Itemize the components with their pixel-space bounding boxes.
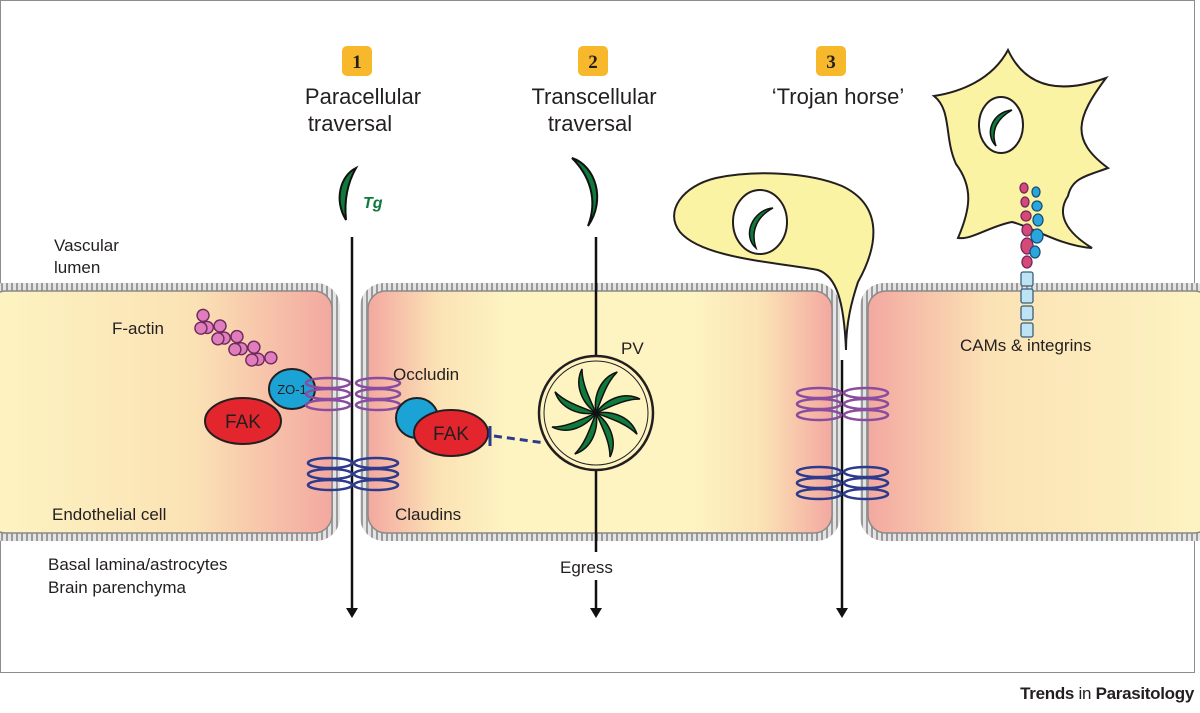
tg-parasite-transcellular-icon <box>571 157 599 227</box>
fak-middle <box>413 409 489 457</box>
vacuole-in-leukocyte <box>732 189 788 255</box>
endothelial-cell-right <box>860 283 1200 541</box>
fak-middle-label: FAK <box>433 424 469 445</box>
claudin-junction-1 <box>306 456 400 492</box>
route-1: 1 Paracellular traversal <box>305 46 421 136</box>
parasitophorous-vacuole <box>537 354 655 472</box>
blue-integrin <box>1029 186 1044 259</box>
route-2-title-line1: Transcellular <box>531 84 656 109</box>
tachyzoite-in-pv <box>594 371 618 416</box>
fak-inhibition-line <box>488 426 546 446</box>
fak-left-label: FAK <box>225 412 261 433</box>
route-1-path: Tg <box>338 165 383 618</box>
egress-label: Egress <box>560 558 613 577</box>
route-2: 2 Transcellular traversal <box>531 46 657 136</box>
tachyzoite-in-pv <box>554 391 599 415</box>
journal-name-part1: Trends <box>1020 684 1075 703</box>
route-3-number: 3 <box>826 52 836 73</box>
tg-label: Tg <box>363 195 383 212</box>
route-3-badge <box>816 46 846 76</box>
infected-leukocyte-crossing <box>673 172 875 351</box>
tg-in-dendritic-cell-icon <box>989 109 1013 147</box>
cams-integrins-label: CAMs & integrins <box>960 336 1091 355</box>
pv-label: PV <box>621 339 644 358</box>
vascular-lumen-label-line1: Vascular <box>54 236 119 255</box>
brain-parenchyma-label: Brain parenchyma <box>48 578 187 597</box>
dendritic-cell <box>931 47 1111 249</box>
fak-left <box>204 397 282 445</box>
tachyzoite-in-pv <box>551 411 599 431</box>
vacuole-in-dendritic-cell <box>978 96 1024 154</box>
route-1-badge <box>342 46 372 76</box>
route-2-path <box>571 157 602 618</box>
f-actin-label: F-actin <box>112 319 164 338</box>
tg-in-leukocyte-icon <box>748 207 774 251</box>
route-1-title-line1: Paracellular <box>305 84 421 109</box>
journal-name: Trends in Parasitology <box>1020 684 1194 704</box>
vascular-lumen-label-line2: lumen <box>54 258 100 277</box>
zo1-label: ZO-1 <box>277 382 307 397</box>
claudins-label: Claudins <box>395 505 461 524</box>
basal-lamina-label: Basal lamina/astrocytes <box>48 555 228 574</box>
cam-integrin-receptors <box>1019 182 1044 338</box>
endothelial-cell-left <box>0 283 340 541</box>
route-2-title-line2: traversal <box>548 111 632 136</box>
claudin-junction-3 <box>795 465 890 501</box>
tachyzoite-in-pv <box>574 410 598 455</box>
tachyzoite-in-pv <box>593 395 641 415</box>
route-3-path <box>673 172 875 618</box>
route-2-badge <box>578 46 608 76</box>
route-3: 3 ‘Trojan horse’ <box>772 46 904 109</box>
route-1-title-line2: traversal <box>308 111 392 136</box>
tachyzoite-in-pv <box>594 410 614 458</box>
occludin-label: Occludin <box>393 365 459 384</box>
cam-receptor <box>1020 271 1034 338</box>
f-actin-filament <box>194 308 278 367</box>
route-1-number: 1 <box>352 52 362 73</box>
journal-name-part3: Parasitology <box>1095 684 1195 703</box>
route-2-number: 2 <box>588 52 598 73</box>
journal-name-part2: in <box>1074 684 1096 703</box>
occludin-junction-3 <box>795 386 890 422</box>
tg-parasite-icon <box>338 165 359 221</box>
tachyzoite-in-pv <box>593 411 638 435</box>
endothelial-cell-label: Endothelial cell <box>52 505 166 524</box>
tachyzoite-in-pv <box>578 368 598 416</box>
route-3-title: ‘Trojan horse’ <box>772 84 904 109</box>
